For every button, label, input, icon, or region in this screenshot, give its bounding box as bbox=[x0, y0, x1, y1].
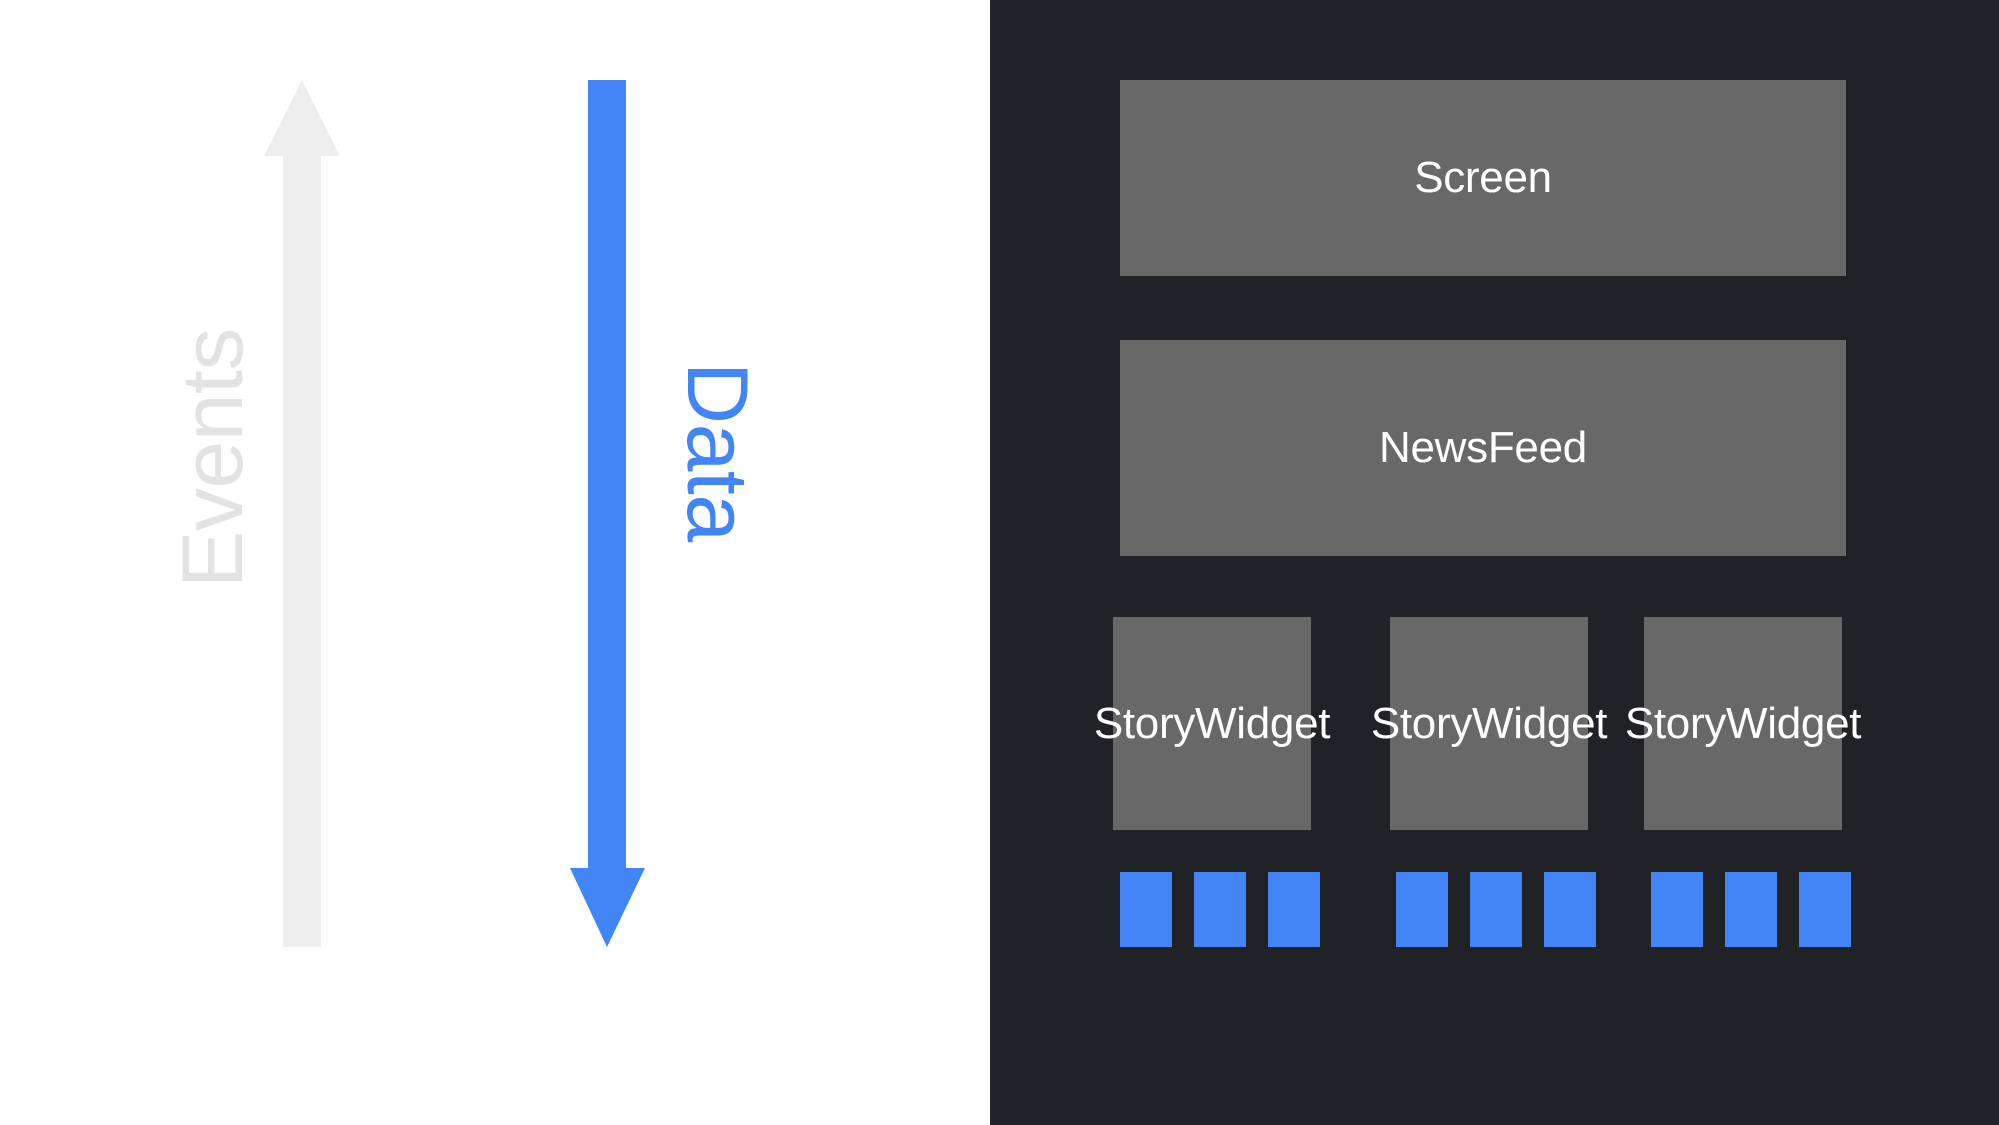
node-newsfeed[interactable]: NewsFeed bbox=[1120, 340, 1846, 556]
story-widget-label-line2: Widget bbox=[1472, 698, 1608, 748]
events-arrow-icon bbox=[264, 80, 340, 947]
node-story-widget[interactable]: Story Widget bbox=[1094, 617, 1330, 830]
story-widget-label-line1: Story bbox=[1624, 698, 1727, 748]
leaf-node-group bbox=[1651, 872, 1851, 947]
node-screen[interactable]: Screen bbox=[1120, 80, 1846, 276]
events-flow-label: Events bbox=[165, 328, 261, 588]
leaf-node[interactable] bbox=[1651, 872, 1703, 947]
story-widget-label-line2: Widget bbox=[1195, 698, 1331, 748]
component-tree-panel: Screen NewsFeed Story Widget Story Widge… bbox=[990, 0, 1999, 1125]
story-widget-label-line2: Widget bbox=[1726, 698, 1862, 748]
leaf-node[interactable] bbox=[1799, 872, 1851, 947]
leaf-node[interactable] bbox=[1725, 872, 1777, 947]
story-widget-label-line1: Story bbox=[1093, 698, 1196, 748]
leaf-node-group bbox=[1120, 872, 1320, 947]
flow-arrows-group bbox=[264, 80, 645, 947]
leaf-node[interactable] bbox=[1544, 872, 1596, 947]
story-widget-label-line1: Story bbox=[1370, 698, 1473, 748]
data-flow-label: Data bbox=[669, 362, 765, 542]
flow-legend-panel: Events Data bbox=[0, 0, 990, 1125]
leaf-node[interactable] bbox=[1470, 872, 1522, 947]
node-story-widget[interactable]: Story Widget bbox=[1371, 617, 1607, 830]
data-arrow-icon bbox=[570, 80, 645, 947]
leaf-node[interactable] bbox=[1268, 872, 1320, 947]
leaf-node-group bbox=[1396, 872, 1596, 947]
leaf-node[interactable] bbox=[1194, 872, 1246, 947]
node-story-widget[interactable]: Story Widget bbox=[1625, 617, 1861, 830]
leaf-node[interactable] bbox=[1396, 872, 1448, 947]
leaf-node[interactable] bbox=[1120, 872, 1172, 947]
